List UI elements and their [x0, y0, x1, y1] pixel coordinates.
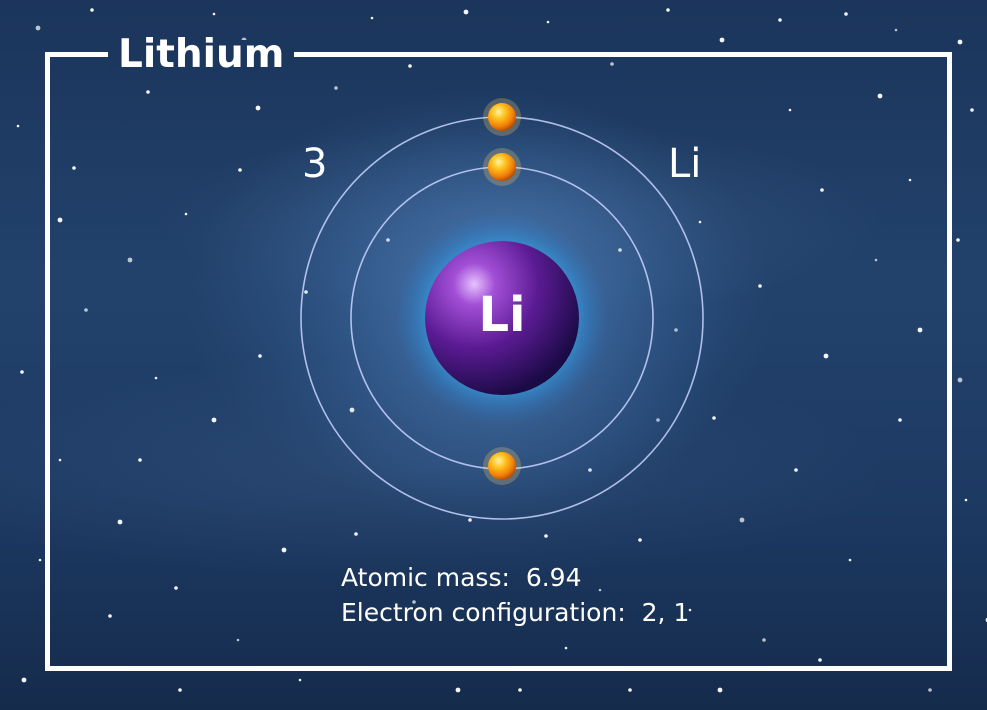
star: [628, 688, 632, 692]
star: [298, 678, 302, 682]
star: [255, 105, 261, 111]
star: [758, 284, 762, 288]
electron-outer-top: [483, 98, 521, 136]
star: [564, 646, 568, 650]
nucleus: [425, 241, 579, 395]
electron-inner-bottom: [483, 447, 521, 485]
star: [638, 538, 642, 542]
atomic-mass-value: 6.94: [525, 563, 582, 592]
star: [127, 257, 133, 263]
star: [928, 688, 932, 692]
star: [370, 16, 374, 20]
electron-configuration-label: Electron configuration:: [341, 598, 626, 627]
star: [211, 417, 217, 423]
star: [154, 376, 158, 380]
star: [412, 600, 416, 604]
star: [38, 558, 42, 562]
element-name-title: Lithium: [118, 32, 285, 77]
star: [688, 608, 692, 612]
star: [334, 86, 338, 90]
electron-configuration-value: 2, 1: [641, 598, 690, 627]
star: [108, 614, 112, 618]
star: [58, 458, 62, 462]
star: [794, 468, 798, 472]
star: [20, 370, 24, 374]
star: [212, 12, 216, 16]
star: [281, 547, 287, 553]
star: [874, 258, 878, 262]
star: [818, 658, 822, 662]
star: [717, 687, 723, 693]
diagram-frame: [45, 52, 952, 671]
star: [138, 458, 142, 462]
star: [21, 677, 27, 683]
star: [956, 238, 960, 242]
star: [877, 93, 883, 99]
star: [739, 517, 745, 523]
star: [408, 64, 412, 68]
nucleus-symbol: Li: [478, 287, 526, 343]
star: [598, 588, 602, 592]
star: [84, 308, 88, 312]
star: [72, 166, 76, 170]
star: [820, 188, 824, 192]
star: [16, 124, 20, 128]
star: [894, 28, 898, 32]
star: [90, 8, 94, 12]
star: [146, 90, 150, 94]
star: [844, 12, 848, 16]
star: [455, 687, 461, 693]
atomic-mass-line: Atomic mass: 6.94: [341, 562, 581, 594]
star: [117, 519, 123, 525]
star: [258, 354, 262, 358]
star: [610, 62, 614, 66]
star: [35, 25, 41, 31]
star: [174, 586, 178, 590]
star: [354, 532, 358, 536]
star: [788, 108, 792, 112]
star: [957, 377, 963, 383]
star: [908, 178, 912, 182]
star: [823, 353, 829, 359]
star: [518, 688, 522, 692]
star: [964, 498, 968, 502]
star: [848, 558, 852, 562]
star: [712, 416, 716, 420]
star: [719, 37, 725, 43]
star: [178, 688, 182, 692]
star: [957, 39, 963, 45]
title-gap: [108, 40, 295, 70]
star: [778, 18, 782, 22]
star: [970, 108, 974, 112]
star: [666, 8, 670, 12]
electron-configuration-line: Electron configuration: 2, 1: [341, 597, 689, 629]
star: [463, 9, 469, 15]
star: [917, 327, 923, 333]
star: [236, 638, 240, 642]
star: [238, 168, 242, 172]
atomic-mass-label: Atomic mass:: [341, 563, 510, 592]
star: [184, 212, 188, 216]
star: [898, 418, 902, 422]
electron-inner-top: [483, 148, 521, 186]
star: [546, 20, 550, 24]
star: [762, 638, 766, 642]
star: [57, 217, 63, 223]
